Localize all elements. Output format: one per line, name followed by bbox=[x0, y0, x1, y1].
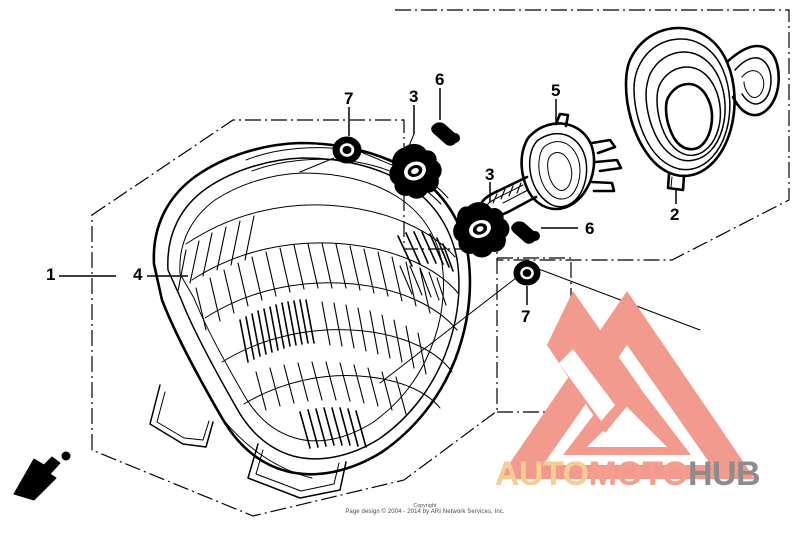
grommet-upper bbox=[299, 107, 405, 193]
copyright-notice: Copyright Page design © 2004 - 2014 by A… bbox=[300, 503, 550, 517]
copyright-line-2: Page design © 2004 - 2014 by ARI Network… bbox=[345, 509, 505, 516]
direction-arrow-marker bbox=[13, 451, 71, 501]
screw-lower bbox=[511, 221, 578, 244]
callout-7-lower[interactable]: 7 bbox=[521, 307, 531, 326]
copyright-line-1: Copyright bbox=[413, 503, 437, 509]
callout-7-upper[interactable]: 7 bbox=[344, 89, 354, 108]
callout-6-lower[interactable]: 6 bbox=[585, 219, 595, 238]
bracket-upper bbox=[389, 105, 442, 199]
boundary-dust-cover bbox=[395, 9, 790, 261]
headlight-bulb bbox=[472, 99, 623, 220]
boundary-assembly bbox=[91, 119, 498, 517]
headlight-lens-unit bbox=[149, 141, 472, 499]
screw-upper bbox=[431, 88, 460, 146]
callout-5[interactable]: 5 bbox=[551, 81, 561, 100]
callout-4[interactable]: 4 bbox=[133, 265, 143, 284]
callout-1[interactable]: 1 bbox=[46, 265, 56, 284]
callout-6-upper[interactable]: 6 bbox=[435, 70, 445, 89]
callout-3-upper[interactable]: 3 bbox=[409, 87, 419, 106]
callout-2[interactable]: 2 bbox=[670, 205, 680, 224]
callout-3-lower[interactable]: 3 bbox=[485, 165, 495, 184]
bracket-lower bbox=[453, 182, 510, 258]
grommet-lower bbox=[379, 260, 701, 384]
rubber-dust-cover bbox=[624, 26, 780, 204]
